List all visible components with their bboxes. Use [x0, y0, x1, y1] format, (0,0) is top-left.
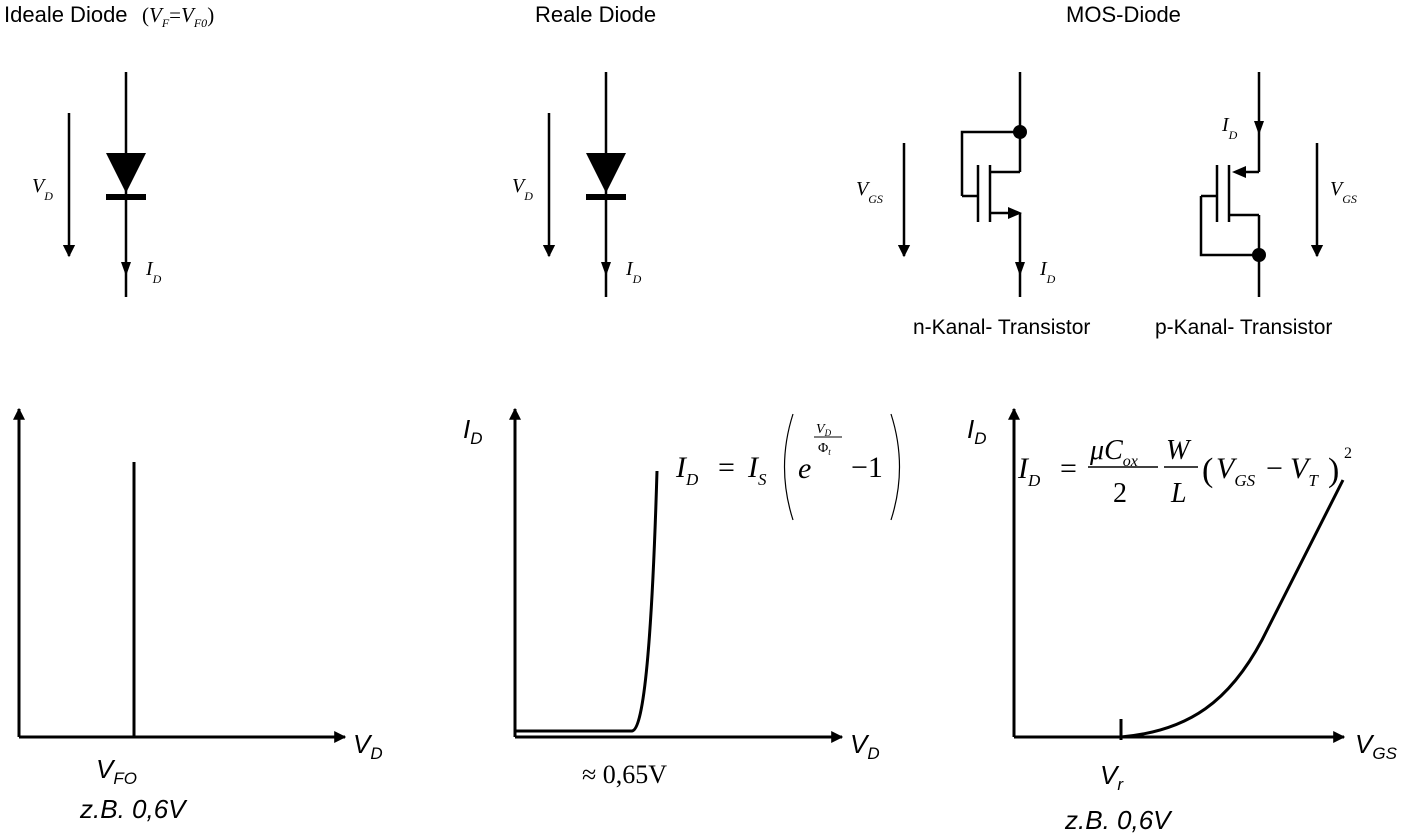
real-diode-symbol	[586, 153, 626, 193]
svg-text:e: e	[798, 452, 811, 485]
p-channel-mos-circuit: VGS ID p-Kanal- Transistor	[1155, 72, 1357, 339]
ideal-title: Ideale Diode	[4, 2, 128, 27]
svg-text:2: 2	[1344, 445, 1352, 462]
svg-text:=: =	[718, 451, 735, 484]
real-curve	[515, 470, 659, 733]
svg-text:VT: VT	[1290, 452, 1319, 490]
svg-text:μCox: μCox	[1089, 435, 1138, 470]
svg-text:VD: VD	[816, 422, 832, 438]
ideal-current-label: ID	[145, 258, 162, 286]
n-vgs-label: VGS	[856, 178, 883, 206]
svg-text:VGS: VGS	[1216, 452, 1256, 490]
mos-x-label: VGS	[1355, 729, 1398, 763]
square-law-formula: ID = μCox 2 W L ( VGS − VT ) 2	[1017, 435, 1352, 509]
mos-curve	[1120, 479, 1345, 739]
svg-text:): )	[1328, 452, 1339, 489]
real-diode-circuit: VD ID	[512, 72, 642, 297]
n-channel-mos-circuit: VGS ID n-Kanal- Transistor	[856, 72, 1090, 339]
real-tick-label: ≈ 0,65V	[582, 760, 667, 789]
ideal-x-label: VD	[353, 729, 383, 763]
n-current-label: ID	[1039, 258, 1056, 286]
real-voltage-label: VD	[512, 175, 533, 203]
n-channel-label: n-Kanal- Transistor	[913, 316, 1090, 339]
mos-title: MOS-Diode	[1066, 2, 1181, 27]
mos-tick-label: Vr	[1100, 760, 1124, 794]
mos-y-label: ID	[967, 414, 987, 448]
svg-text:2: 2	[1113, 478, 1127, 509]
real-title: Reale Diode	[535, 2, 656, 27]
p-current-label: ID	[1221, 114, 1238, 142]
mos-example-label: z.B. 0,6V	[1064, 805, 1173, 835]
ideal-graph: VD VFO z.B. 0,6V	[13, 407, 383, 824]
ideal-diode-circuit: VD ID	[32, 72, 162, 297]
p-channel-label: p-Kanal- Transistor	[1155, 316, 1332, 339]
p-drain-node	[1252, 248, 1266, 262]
real-graph: ID VD ≈ 0,65V ID = IS e VD Φt −1	[463, 407, 901, 789]
shockley-formula: ID = IS e VD Φt −1	[675, 413, 901, 521]
ideal-voltage-label: VD	[32, 175, 53, 203]
ideal-diode-symbol	[106, 153, 146, 193]
ideal-tick-label: VFO	[96, 754, 137, 788]
real-y-label: ID	[463, 414, 483, 448]
svg-text:ID: ID	[675, 451, 699, 489]
real-current-label: ID	[625, 258, 642, 286]
svg-text:−: −	[1266, 452, 1283, 485]
mos-graph: ID VGS Vr z.B. 0,6V ID = μCox 2 W L ( VG…	[967, 407, 1398, 835]
svg-text:L: L	[1170, 478, 1187, 509]
ideal-title-condition: (VF=VF0)	[142, 3, 214, 30]
svg-text:ID: ID	[1017, 452, 1041, 490]
p-vgs-label: VGS	[1330, 178, 1357, 206]
ideal-example-label: z.B. 0,6V	[79, 794, 188, 824]
real-x-label: VD	[850, 729, 880, 763]
svg-text:(: (	[1202, 452, 1213, 489]
svg-text:−1: −1	[851, 451, 883, 484]
svg-text:=: =	[1060, 452, 1077, 485]
svg-text:Φt: Φt	[818, 441, 831, 457]
svg-text:IS: IS	[747, 451, 767, 489]
svg-text:W: W	[1166, 435, 1192, 466]
